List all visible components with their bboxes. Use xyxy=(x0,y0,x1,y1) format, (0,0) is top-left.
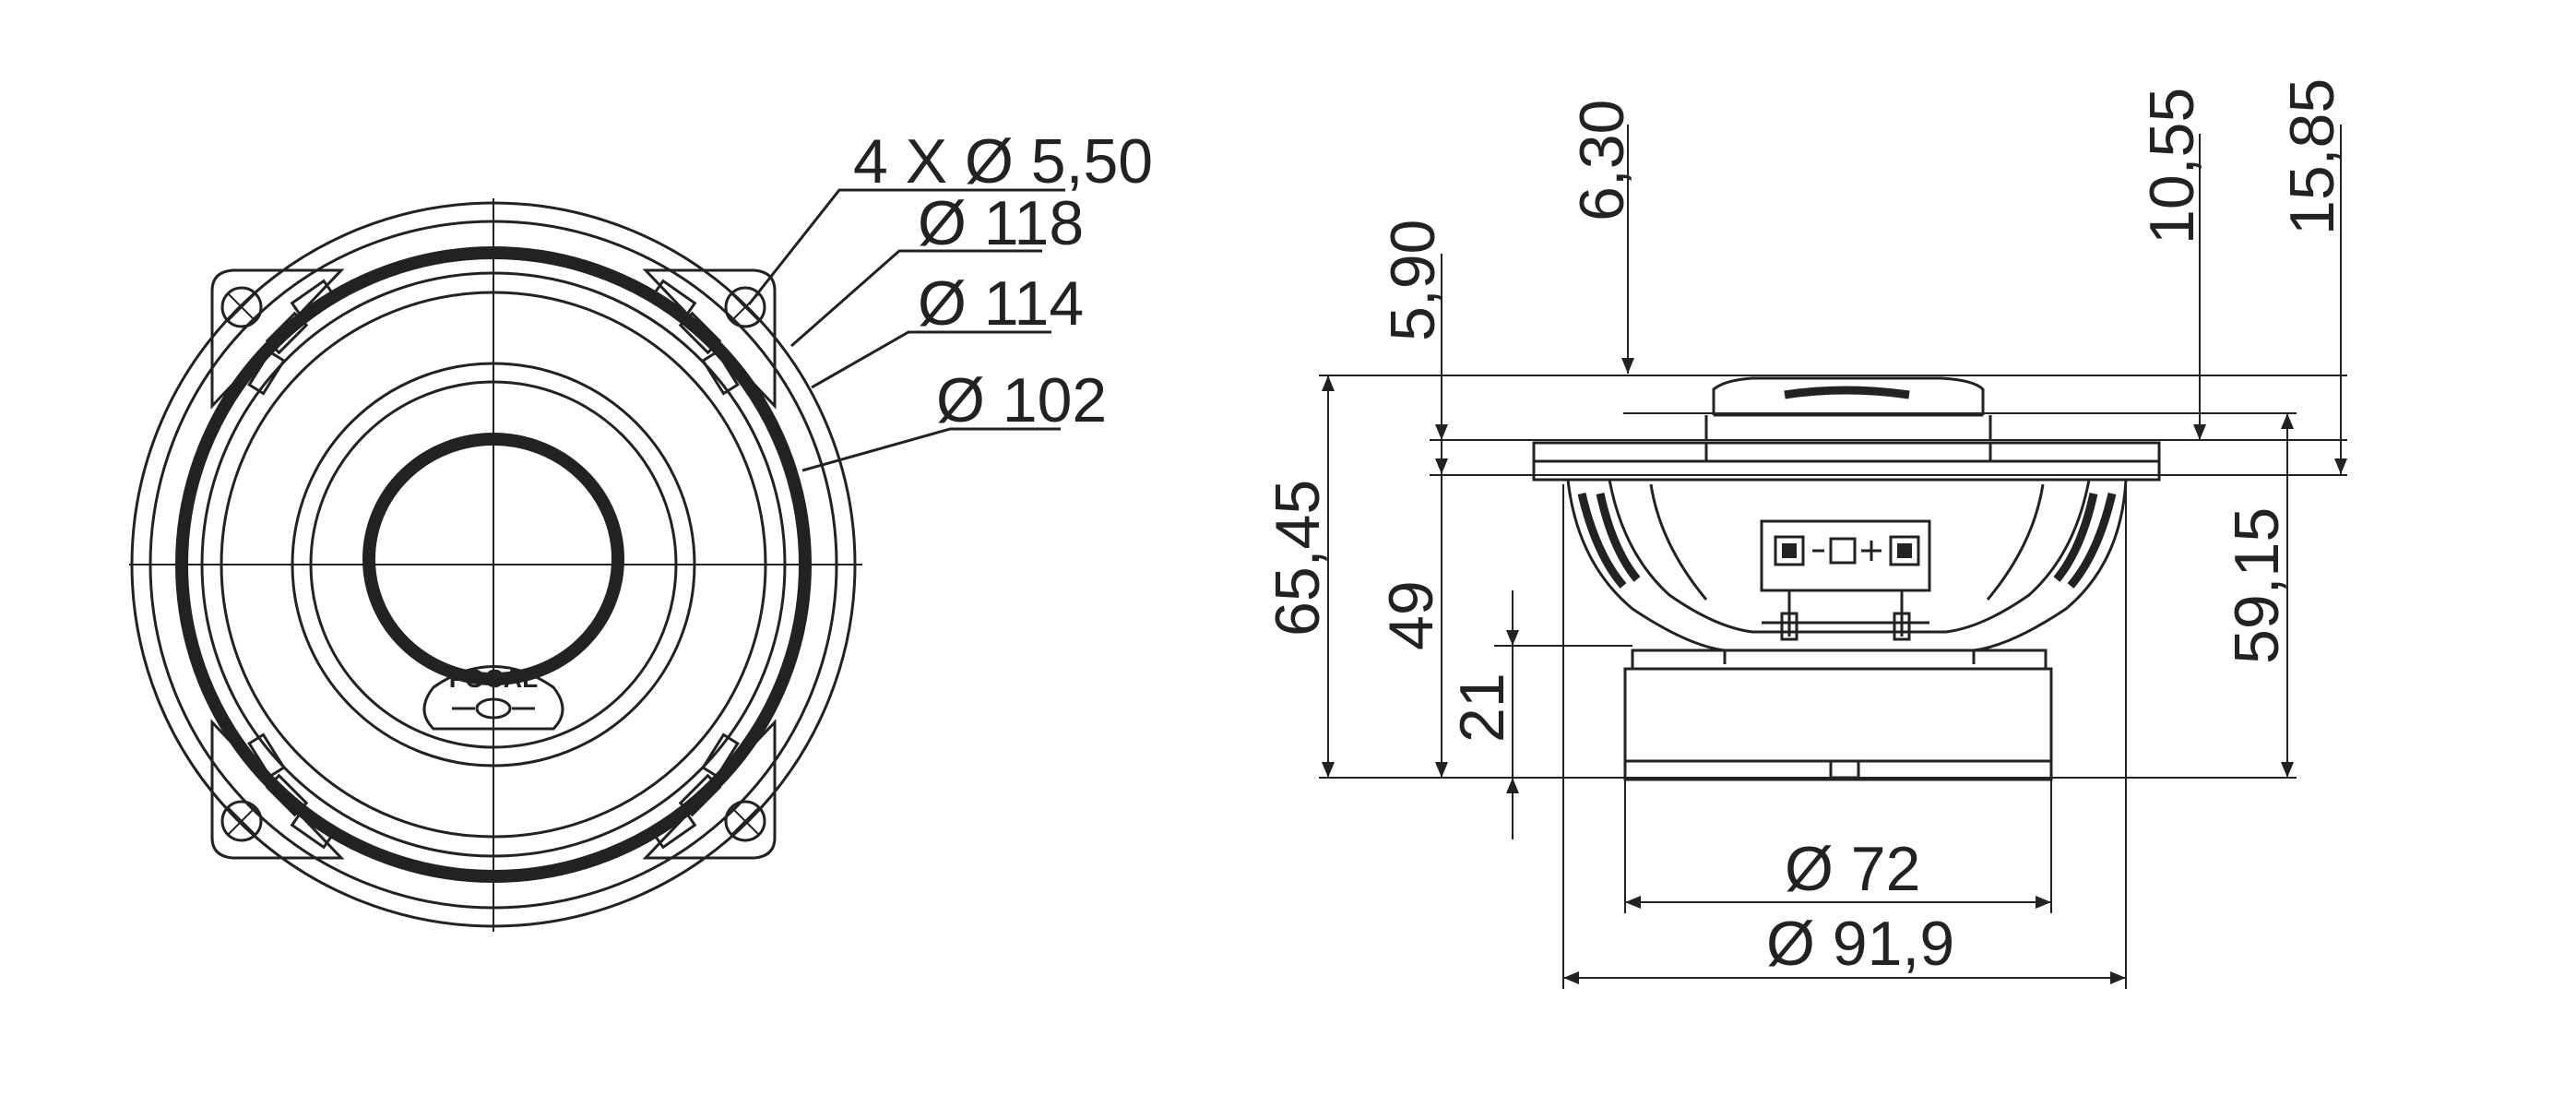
surround-inner xyxy=(220,291,767,839)
bottom-dimension-lines xyxy=(1562,484,2127,989)
dust-cap xyxy=(362,433,624,685)
mounting-lug-top-right xyxy=(642,268,777,410)
dim-21: 21 xyxy=(1447,673,1517,743)
mounting-lug-bottom-right xyxy=(642,719,777,860)
tweeter xyxy=(1704,376,1992,441)
basket xyxy=(1566,479,2128,664)
dim-15-85: 15,85 xyxy=(2277,78,2347,235)
terminal-block xyxy=(1760,519,1931,641)
mounting-hole-icon xyxy=(220,286,263,328)
dim-59-15: 59,15 xyxy=(2222,507,2292,664)
ring-114 xyxy=(148,220,838,910)
mounting-lug-bottom-left xyxy=(210,719,345,860)
side-view: 6,30 10,55 15,85 5,90 65,45 49 21 59,15 xyxy=(1263,78,2347,989)
surround-outer xyxy=(200,271,787,858)
dim-mounting-holes: 4 X Ø 5,50 xyxy=(853,126,1153,196)
magnet xyxy=(1623,649,2053,781)
dim-diameter-72: Ø 72 xyxy=(1785,834,1920,904)
dim-10-55: 10,55 xyxy=(2137,88,2207,244)
ring-102 xyxy=(175,246,812,883)
mounting-hole-icon xyxy=(724,800,766,842)
vent-slots xyxy=(247,279,740,850)
cone-ring xyxy=(291,362,696,768)
dim-diameter-118: Ø 118 xyxy=(918,188,1084,258)
mounting-hole-icon xyxy=(724,286,766,328)
dim-6-30: 6,30 xyxy=(1567,100,1637,221)
outer-ring-118 xyxy=(130,201,857,928)
dim-diameter-102: Ø 102 xyxy=(936,365,1107,435)
mounting-lug-top-left xyxy=(210,268,345,410)
mounting-hole-icon xyxy=(220,800,263,842)
focal-logo-badge: FOCAL xyxy=(422,664,564,731)
cone-ring-inner xyxy=(309,380,678,749)
dim-diameter-114: Ø 114 xyxy=(918,268,1084,339)
top-dimension-lines xyxy=(1435,125,2347,475)
front-leader-lines xyxy=(747,188,1065,472)
dim-65-45: 65,45 xyxy=(1263,480,1333,637)
dim-diameter-91-9: Ø 91,9 xyxy=(1766,909,1954,979)
logo-text: FOCAL xyxy=(449,664,538,693)
side-dimension-lines xyxy=(1322,375,2294,839)
dim-5-90: 5,90 xyxy=(1378,220,1448,341)
front-view: FOCAL xyxy=(129,126,1153,932)
mounting-flange xyxy=(1532,441,2161,482)
dim-49: 49 xyxy=(1376,580,1446,650)
